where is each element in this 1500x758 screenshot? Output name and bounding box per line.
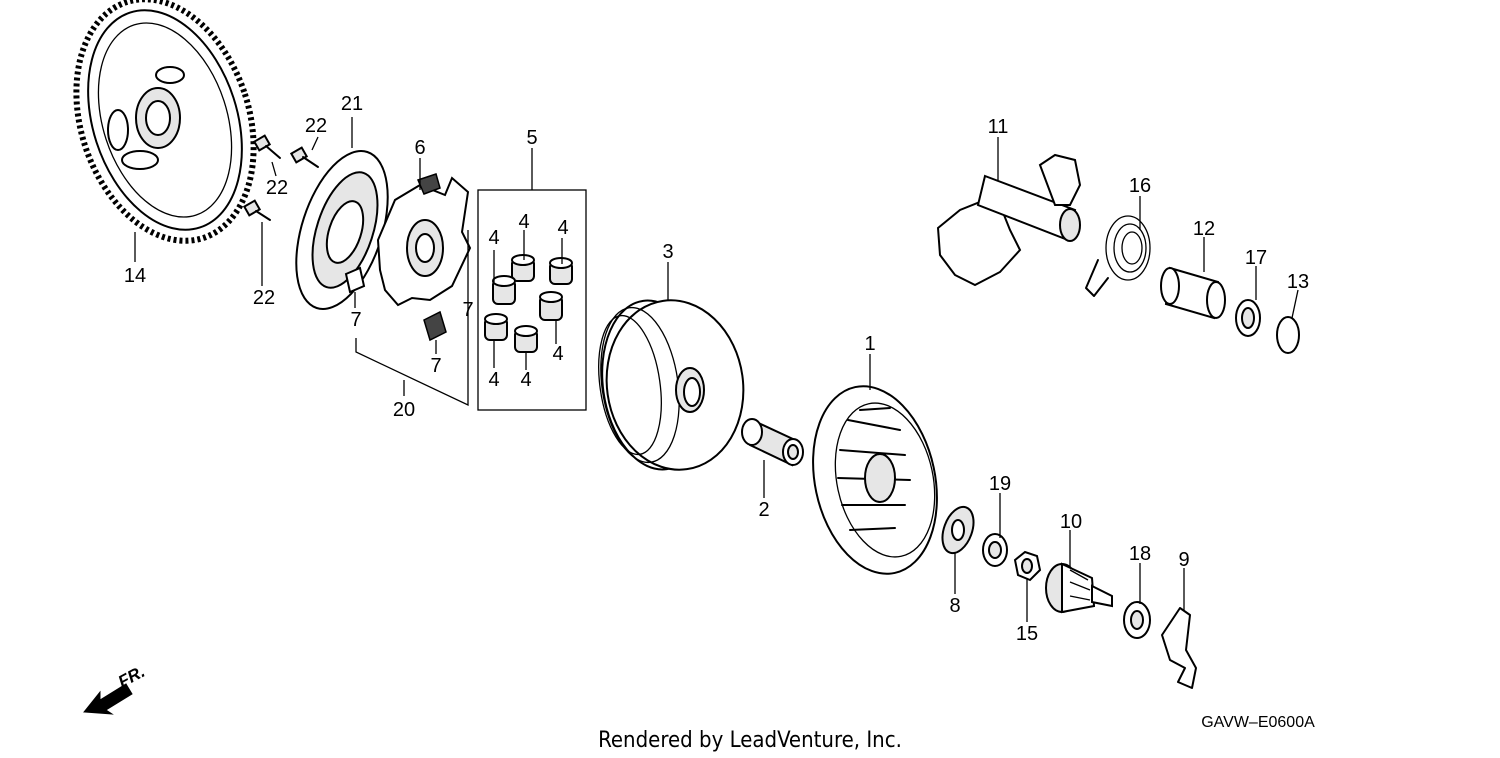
callout-labels: 14 21 22 22 22 6 5 4 4 4 4 4 4 7 7 7 20 …	[124, 93, 1309, 645]
callout-14: 16	[1129, 175, 1151, 197]
footer-credit: Rendered by LeadVenture, Inc.	[598, 728, 902, 753]
callout-17: 19	[989, 473, 1011, 495]
callout-10: 9	[1178, 549, 1189, 571]
part-14-spring[interactable]	[1085, 215, 1151, 297]
callout-2: 2	[758, 499, 769, 521]
callout-4-a: 4	[488, 227, 499, 249]
callout-16: 18	[1129, 543, 1151, 565]
part-10-clip[interactable]	[1161, 607, 1197, 689]
part-19-circlip[interactable]	[1276, 316, 1300, 354]
part-8-washer[interactable]	[937, 503, 980, 558]
part-21-ramp-plate[interactable]	[279, 140, 406, 321]
callout-4-b: 4	[518, 211, 529, 233]
part-2-collar[interactable]	[741, 418, 804, 467]
diagram-code: GAVW–E0600A	[1201, 714, 1315, 731]
front-direction-label: FR.	[115, 662, 148, 692]
part-22-bolt-1[interactable]	[252, 134, 281, 159]
callout-9: 14	[124, 265, 146, 287]
part-7-slide-piece-c[interactable]	[423, 310, 447, 342]
callout-8: 8	[949, 595, 960, 617]
part-6-slide-plate[interactable]	[376, 176, 472, 307]
callout-12: 11	[988, 116, 1009, 138]
callout-22-b: 22	[266, 177, 288, 199]
part-4-roller-5[interactable]	[484, 313, 508, 341]
part-4-roller-4[interactable]	[539, 291, 563, 321]
part-9-gear-plate[interactable]	[47, 0, 283, 264]
front-arrow-icon	[83, 683, 133, 715]
callout-4-f: 4	[552, 343, 563, 365]
part-16-washer[interactable]	[1123, 601, 1151, 639]
callout-13: 12	[1193, 218, 1215, 240]
callout-6: 6	[414, 137, 425, 159]
callout-4-c: 4	[557, 217, 568, 239]
part-1-fan-face[interactable]	[797, 375, 954, 586]
callout-15: 15	[1016, 623, 1038, 645]
callout-18: 17	[1245, 247, 1267, 269]
part-4-roller-1[interactable]	[511, 254, 535, 282]
part-4-roller-6[interactable]	[514, 325, 538, 353]
callout-20: 20	[393, 399, 415, 421]
part-7-slide-piece-b[interactable]	[344, 266, 366, 294]
part-22-bolt-2[interactable]	[289, 146, 319, 168]
callout-7-a: 7	[462, 299, 473, 321]
leader-lines	[134, 117, 1299, 622]
part-12-kick-spindle[interactable]	[936, 153, 1082, 287]
part-22-bolt-3[interactable]	[242, 199, 271, 221]
part-3-drive-pulley[interactable]	[591, 291, 755, 478]
callout-11: 10	[1060, 511, 1082, 533]
callout-21: 21	[341, 93, 363, 115]
callout-7-b: 7	[350, 309, 361, 331]
callout-4-d: 4	[488, 369, 499, 391]
part-20-group-bracket	[355, 290, 469, 407]
part-4-roller-3[interactable]	[492, 275, 516, 305]
part-15-nut[interactable]	[1013, 550, 1042, 582]
callout-3: 3	[662, 241, 673, 263]
callout-22-c: 22	[253, 287, 275, 309]
callout-4-e: 4	[520, 369, 531, 391]
part-11-starter-pinion[interactable]	[1045, 562, 1113, 614]
part-7-slide-piece-a[interactable]	[416, 173, 441, 195]
callout-5: 5	[526, 127, 537, 149]
callout-22-a: 22	[305, 115, 327, 137]
part-17-washer[interactable]	[982, 533, 1008, 567]
part-18-washer[interactable]	[1235, 299, 1261, 337]
callout-1: 1	[864, 333, 875, 355]
part-4-roller-2[interactable]	[549, 257, 573, 285]
front-direction-indicator: FR.	[83, 662, 148, 715]
part-13-collar[interactable]	[1160, 266, 1226, 320]
callout-7-c: 7	[430, 355, 441, 377]
callout-19: 13	[1287, 271, 1309, 293]
